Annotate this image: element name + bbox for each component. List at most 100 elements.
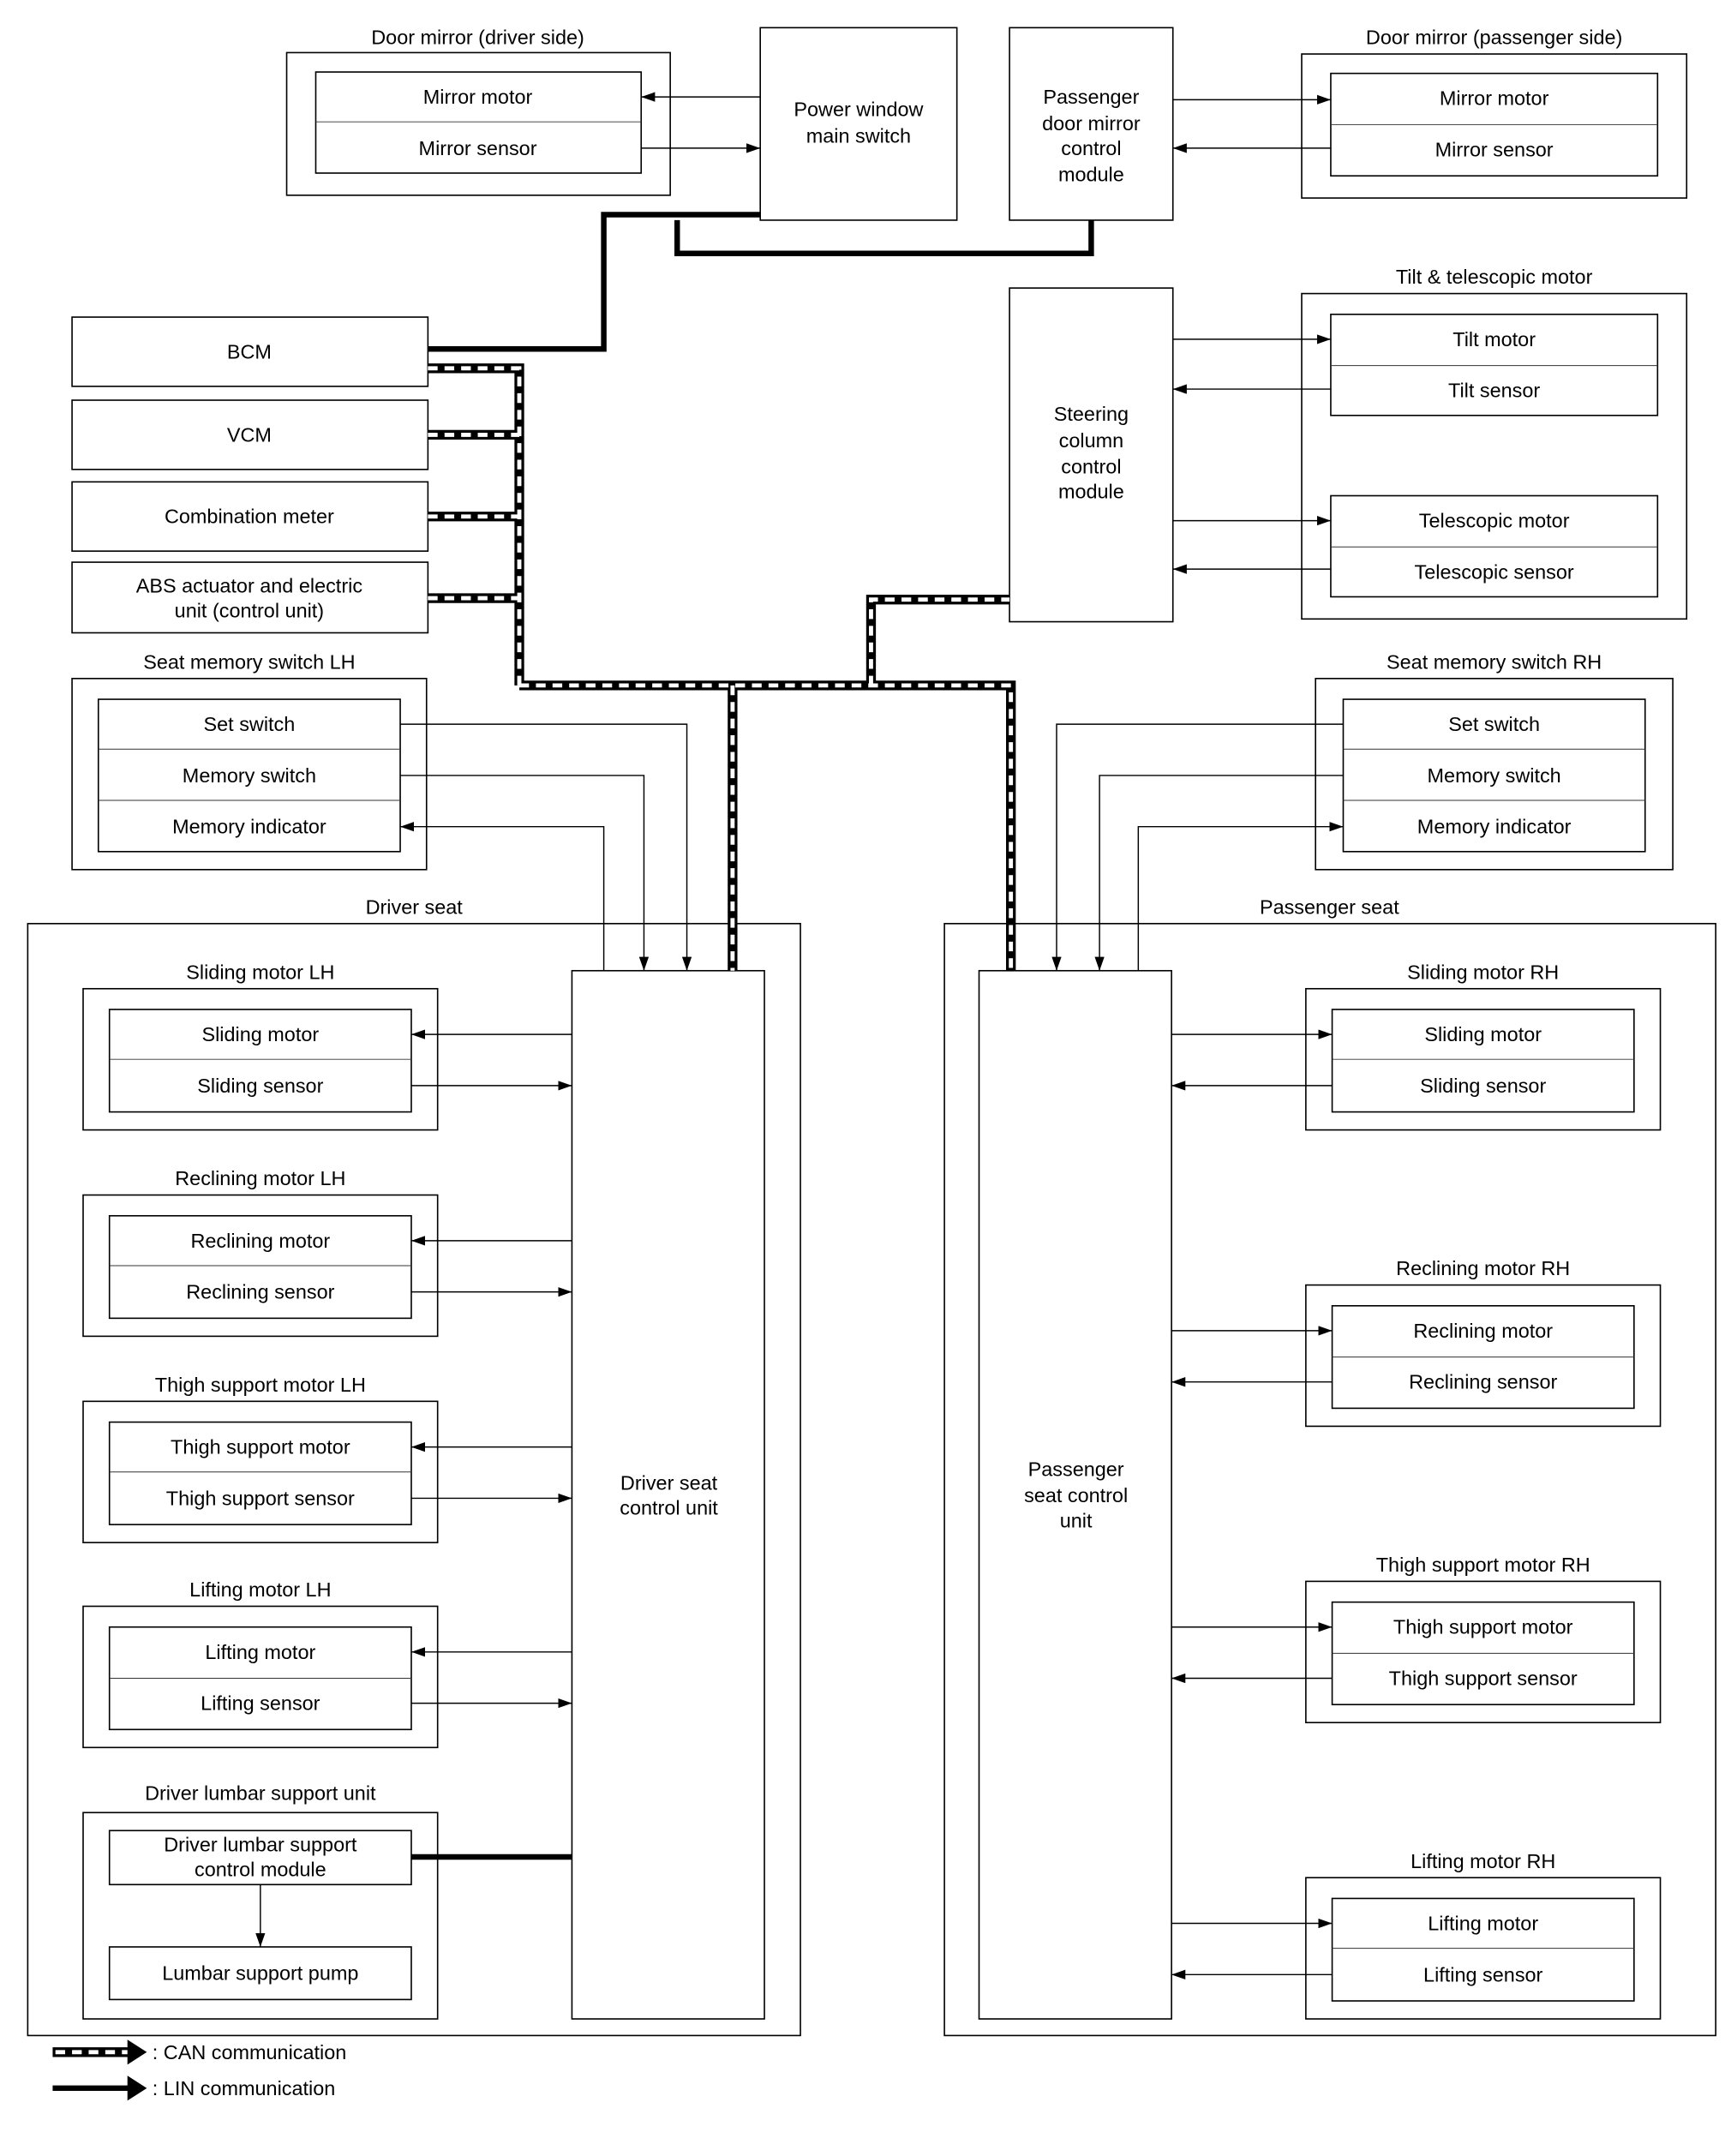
lumbar-support-pump: Lumbar support pump: [162, 1962, 358, 1985]
steering-column-module: Steering column control module: [1009, 287, 1174, 623]
lin-bus-line: [410, 212, 1094, 1860]
driver-lumbar-title: Driver lumbar support unit: [145, 1782, 376, 1805]
sliding-lh-box: [108, 1009, 412, 1113]
sliding-motor-lh-title: Sliding motor LH: [186, 961, 334, 983]
thigh-support-motor-rh-title: Thigh support motor RH: [1376, 1554, 1590, 1576]
legend-can-label: : CAN communication: [153, 2041, 347, 2063]
reclining-motor-lh-title: Reclining motor LH: [175, 1167, 345, 1189]
driver-seat-title: Driver seat: [366, 895, 464, 918]
sliding-sensor-rh: Sliding sensor: [1420, 1075, 1546, 1097]
can-bus-line: [428, 363, 1016, 971]
driver-seat-unit-label-1: Driver seat: [620, 1472, 718, 1494]
sliding-rh-frame: [1305, 987, 1662, 1131]
seat-memory-lh-frame: [71, 677, 428, 871]
passenger-seat-control-unit-box: [978, 969, 1172, 2020]
seat-memory-rh-title: Seat memory switch RH: [1387, 650, 1602, 673]
set-switch-lh: Set switch: [204, 713, 296, 735]
memory-indicator-rh-signal: [1137, 822, 1344, 971]
door-mirror-passenger-frame: [1301, 53, 1688, 199]
tilt-telescopic-title: Tilt & telescopic motor: [1396, 266, 1593, 288]
passenger-seat-unit-label-2: seat control: [1024, 1484, 1128, 1506]
thigh-support-sensor-lh: Thigh support sensor: [166, 1487, 355, 1509]
thigh-support-motor-lh: Thigh support motor: [171, 1436, 350, 1458]
reclining-lh-box: [108, 1214, 412, 1320]
combination-meter: Combination meter: [71, 481, 429, 552]
thigh-support-motor-rh: Thigh support motor: [1393, 1616, 1573, 1638]
tilt-box: [1330, 314, 1659, 416]
power-window-label-2: main switch: [806, 124, 911, 147]
tilt-telescopic-frame: [1301, 292, 1688, 620]
lifting-sensor-rh: Lifting sensor: [1423, 1963, 1543, 1985]
memory-switch-rh: Memory switch: [1428, 764, 1561, 787]
legend-can-arrowhead: [127, 2039, 147, 2065]
door-mirror-driver-group: Door mirror (driver side) Mirror motor M…: [285, 27, 671, 196]
driver-seat-control-unit-box: [571, 969, 765, 2020]
tilt-telescopic-motor-group: Tilt & telescopic motor Tilt motor Tilt …: [1301, 266, 1688, 620]
passenger-mirror-module-label-3: control: [1061, 137, 1121, 159]
lumbar-module-label-2: control module: [195, 1859, 326, 1881]
steering-label-1: Steering: [1054, 403, 1129, 425]
tilt-motor: Tilt motor: [1452, 328, 1536, 350]
steering-label-2: column: [1059, 429, 1124, 452]
legend: : CAN communication : LIN communication: [52, 2039, 347, 2101]
passenger-seat-frame: [943, 923, 1716, 2037]
seat-memory-rh-box: [1342, 698, 1646, 853]
passenger-seat-unit-label-3: unit: [1060, 1509, 1093, 1531]
combination-meter-label: Combination meter: [165, 506, 334, 528]
seat-memory-rh-frame: [1315, 677, 1674, 871]
door-mirror-passenger-group: Door mirror (passenger side) Mirror moto…: [1301, 27, 1688, 199]
door-mirror-passenger-title: Door mirror (passenger side): [1366, 27, 1622, 49]
door-mirror-driver-frame: [285, 51, 671, 196]
thigh-support-motor-lh-title: Thigh support motor LH: [155, 1374, 366, 1396]
telescopic-box: [1330, 494, 1659, 598]
lifting-motor-rh: Lifting motor: [1428, 1913, 1538, 1935]
set-switch-rh: Set switch: [1448, 713, 1540, 735]
passenger-seat-unit-label-1: Passenger: [1028, 1458, 1124, 1480]
memory-switch-lh-signal: [400, 775, 650, 971]
door-mirror-driver-title: Door mirror (driver side): [371, 27, 584, 49]
telescopic-motor: Telescopic motor: [1419, 510, 1570, 532]
reclining-sensor-rh: Reclining sensor: [1409, 1371, 1557, 1393]
memory-switch-rh-signal: [1094, 775, 1344, 971]
steering-column-module-box: [1009, 287, 1174, 623]
memory-switch-lh: Memory switch: [183, 764, 316, 787]
reclining-motor-rh: Reclining motor: [1413, 1320, 1553, 1342]
lifting-lh-frame: [82, 1605, 439, 1749]
lifting-motor-lh: Lifting motor: [205, 1641, 315, 1663]
driver-seat-group: Driver seat Driver seat control unit Sli…: [27, 895, 801, 2037]
steering-label-4: module: [1058, 481, 1124, 503]
mirror-sensor-passenger: Mirror sensor: [1435, 139, 1554, 161]
passenger-mirror-module-label-2: door mirror: [1042, 112, 1141, 135]
legend-lin-label: : LIN communication: [153, 2077, 336, 2099]
lifting-rh-box: [1331, 1897, 1635, 2002]
abs-actuator: ABS actuator and electric unit (control …: [71, 561, 429, 634]
passenger-mirror-module-label-1: Passenger: [1043, 86, 1139, 108]
reclining-motor-rh-title: Reclining motor RH: [1396, 1257, 1570, 1279]
passenger-seat-group: Passenger seat Passenger seat control un…: [943, 895, 1716, 2037]
lifting-motor-rh-title: Lifting motor RH: [1411, 1850, 1555, 1872]
driver-seat-frame: [27, 923, 801, 2037]
power-window-switch-box: [759, 27, 958, 221]
thigh-support-rh-frame: [1305, 1580, 1662, 1724]
driver-lumbar-frame: [82, 1812, 439, 2020]
mirror-sensor-driver: Mirror sensor: [419, 137, 537, 159]
lifting-rh-frame: [1305, 1877, 1662, 2020]
vcm: VCM: [71, 399, 429, 470]
abs-label-1: ABS actuator and electric: [136, 575, 363, 597]
lifting-sensor-lh: Lifting sensor: [201, 1692, 320, 1715]
reclining-lh-frame: [82, 1194, 439, 1338]
sliding-rh-box: [1331, 1009, 1635, 1113]
memory-indicator-rh: Memory indicator: [1417, 816, 1572, 838]
passenger-mirror-module-label-4: module: [1058, 164, 1124, 186]
power-window-main-switch: Power window main switch: [759, 27, 958, 221]
sliding-lh-frame: [82, 987, 439, 1131]
legend-lin-arrowhead: [127, 2075, 147, 2101]
vcm-label: VCM: [227, 423, 272, 446]
set-switch-lh-signal: [400, 723, 692, 971]
lifting-motor-lh-title: Lifting motor LH: [189, 1578, 331, 1601]
sliding-motor-rh-title: Sliding motor RH: [1407, 961, 1559, 983]
steering-label-3: control: [1061, 456, 1121, 478]
sliding-motor-lh: Sliding motor: [201, 1023, 319, 1045]
thigh-support-sensor-rh: Thigh support sensor: [1389, 1668, 1578, 1690]
